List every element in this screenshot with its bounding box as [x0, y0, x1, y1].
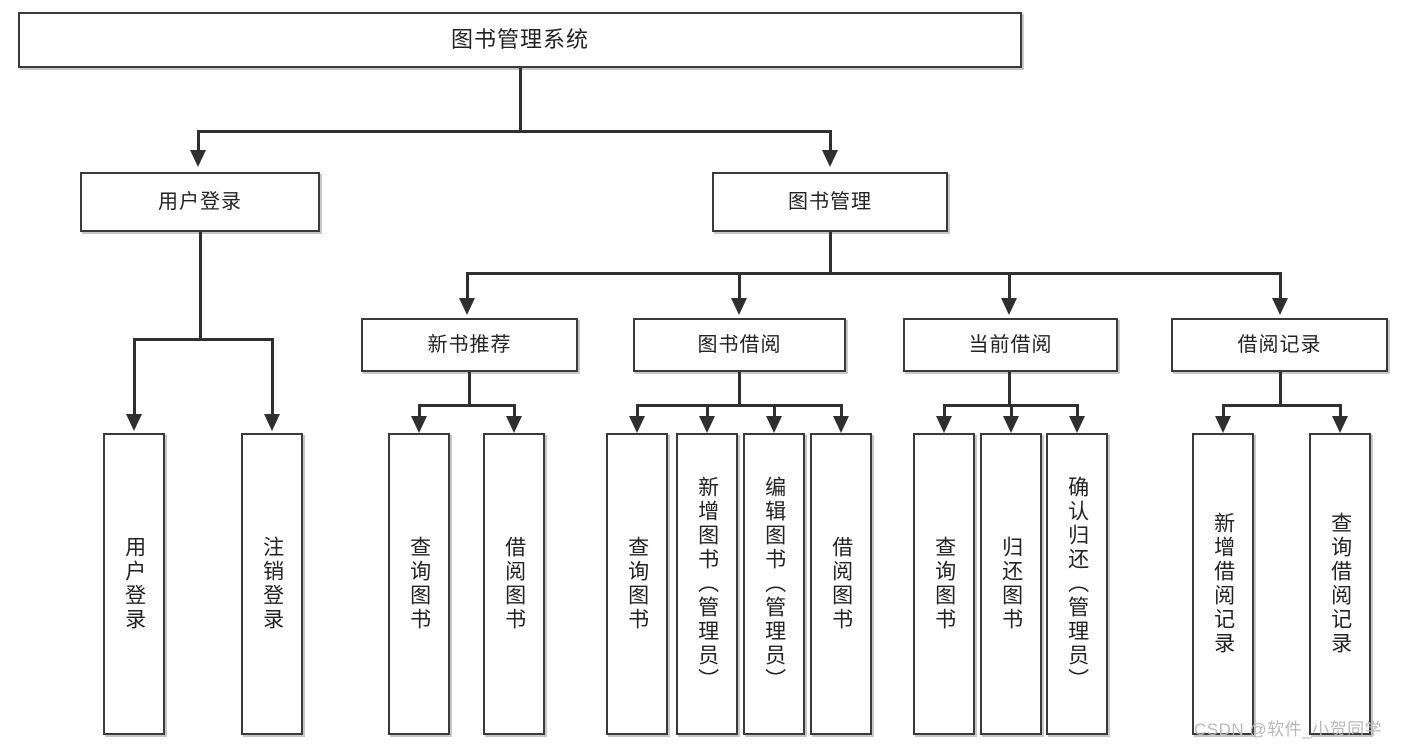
edge-cb-drop-2 — [1010, 404, 1013, 420]
node-label: 新书推荐 — [427, 333, 512, 356]
arrowhead-book-borrow — [731, 298, 747, 315]
node-label: 查询图书 — [625, 536, 649, 632]
leaf-add-borrow-record[interactable]: 新增借阅记录 — [1192, 433, 1254, 735]
node-label: 图书借阅 — [697, 333, 782, 356]
arrowhead-borrow-record — [1272, 298, 1288, 315]
edge-br-drop-1 — [1222, 404, 1225, 420]
node-label: 新增图书（管理员） — [695, 476, 719, 692]
arrowhead-nbr-leaf-2 — [506, 416, 522, 433]
arrowhead-cb-leaf-3 — [1069, 416, 1085, 433]
node-borrow-record[interactable]: 借阅记录 — [1171, 318, 1388, 372]
edge-cb-drop-1 — [943, 404, 946, 420]
edge-root-to-user-login — [197, 130, 200, 152]
leaf-borrow-book-recommend[interactable]: 借阅图书 — [483, 433, 545, 735]
leaf-confirm-return-admin[interactable]: 确认归还（管理员） — [1046, 433, 1108, 735]
leaf-query-book-recommend[interactable]: 查询图书 — [388, 433, 450, 735]
arrowhead-cb-leaf-2 — [1003, 416, 1019, 433]
node-label: 新增借阅记录 — [1211, 512, 1235, 656]
edge-level2-drop-1 — [466, 272, 469, 300]
edge-level2-drop-3 — [1008, 272, 1011, 300]
csdn-watermark: CSDN @软件_小贺同学 — [1194, 720, 1383, 739]
node-label: 用户登录 — [122, 536, 146, 632]
node-label: 用户登录 — [158, 190, 242, 213]
arrowhead-br-leaf-2 — [1332, 416, 1348, 433]
node-book-borrow[interactable]: 图书借阅 — [633, 318, 846, 372]
edge-new-book-recommend-bus — [418, 404, 516, 407]
arrowhead-bb-leaf-3 — [766, 416, 782, 433]
edge-root-to-book-management — [829, 130, 832, 152]
edge-current-borrow-stem — [1008, 372, 1011, 406]
arrowhead-user-login — [190, 150, 206, 167]
node-current-borrow[interactable]: 当前借阅 — [903, 318, 1118, 372]
node-label: 图书管理系统 — [450, 26, 589, 52]
edge-root-bus — [197, 130, 831, 133]
edge-level2-drop-4 — [1279, 272, 1282, 300]
edge-book-management-stem — [829, 232, 832, 274]
node-label: 借阅记录 — [1237, 333, 1322, 356]
edge-borrow-record-bus — [1222, 404, 1342, 407]
edge-bb-drop-2 — [706, 404, 709, 420]
arrowhead-leaf-logout — [264, 414, 280, 431]
node-user-login[interactable]: 用户登录 — [80, 172, 320, 232]
edge-book-borrow-bus — [636, 404, 842, 407]
arrowhead-new-book-recommend — [459, 298, 475, 315]
leaf-edit-book-admin[interactable]: 编辑图书（管理员） — [743, 433, 805, 735]
node-label: 图书管理 — [788, 190, 872, 213]
leaf-query-book-borrow[interactable]: 查询图书 — [606, 433, 668, 735]
node-label: 归还图书 — [999, 536, 1023, 632]
edge-bb-drop-1 — [636, 404, 639, 420]
leaf-return-book[interactable]: 归还图书 — [980, 433, 1042, 735]
edge-user-login-to-leaf-1 — [133, 338, 136, 416]
arrowhead-cb-leaf-1 — [936, 416, 952, 433]
leaf-user-login[interactable]: 用户登录 — [103, 433, 165, 735]
edge-borrow-record-stem — [1279, 372, 1282, 406]
node-label: 查询图书 — [932, 536, 956, 632]
edge-bb-drop-3 — [773, 404, 776, 420]
edge-br-drop-2 — [1339, 404, 1342, 420]
edge-user-login-stem — [199, 232, 202, 340]
node-label: 当前借阅 — [968, 333, 1053, 356]
leaf-logout[interactable]: 注销登录 — [241, 433, 303, 735]
arrowhead-current-borrow — [1001, 298, 1017, 315]
edge-nbr-drop-1 — [418, 404, 421, 420]
node-label: 借阅图书 — [829, 536, 853, 632]
leaf-add-book-admin[interactable]: 新增图书（管理员） — [676, 433, 738, 735]
node-label: 借阅图书 — [502, 536, 526, 632]
edge-cb-drop-3 — [1076, 404, 1079, 420]
node-new-book-recommend[interactable]: 新书推荐 — [361, 318, 578, 372]
node-label: 查询借阅记录 — [1328, 512, 1352, 656]
arrowhead-bb-leaf-4 — [833, 416, 849, 433]
node-label: 查询图书 — [407, 536, 431, 632]
edge-book-borrow-stem — [738, 372, 741, 406]
node-label: 注销登录 — [260, 536, 284, 632]
edge-user-login-bus — [133, 338, 273, 341]
edge-level2-drop-2 — [738, 272, 741, 300]
arrowhead-book-management — [822, 150, 838, 167]
leaf-query-borrow-record[interactable]: 查询借阅记录 — [1309, 433, 1371, 735]
leaf-borrow-book[interactable]: 借阅图书 — [810, 433, 872, 735]
arrowhead-nbr-leaf-1 — [411, 416, 427, 433]
edge-level2-bus — [466, 272, 1282, 275]
edge-bb-drop-4 — [840, 404, 843, 420]
edge-root-stem — [519, 68, 522, 132]
node-label: 确认归还（管理员） — [1065, 476, 1089, 692]
node-label: 编辑图书（管理员） — [762, 476, 786, 692]
node-book-management[interactable]: 图书管理 — [712, 172, 948, 232]
arrowhead-bb-leaf-2 — [699, 416, 715, 433]
arrowhead-bb-leaf-1 — [629, 416, 645, 433]
node-root-book-management-system[interactable]: 图书管理系统 — [18, 12, 1022, 68]
edge-user-login-to-leaf-2 — [271, 338, 274, 416]
edge-nbr-drop-2 — [513, 404, 516, 420]
arrowhead-br-leaf-1 — [1215, 416, 1231, 433]
arrowhead-leaf-user-login — [126, 414, 142, 431]
leaf-query-book-current[interactable]: 查询图书 — [913, 433, 975, 735]
edge-new-book-recommend-stem — [468, 372, 471, 406]
